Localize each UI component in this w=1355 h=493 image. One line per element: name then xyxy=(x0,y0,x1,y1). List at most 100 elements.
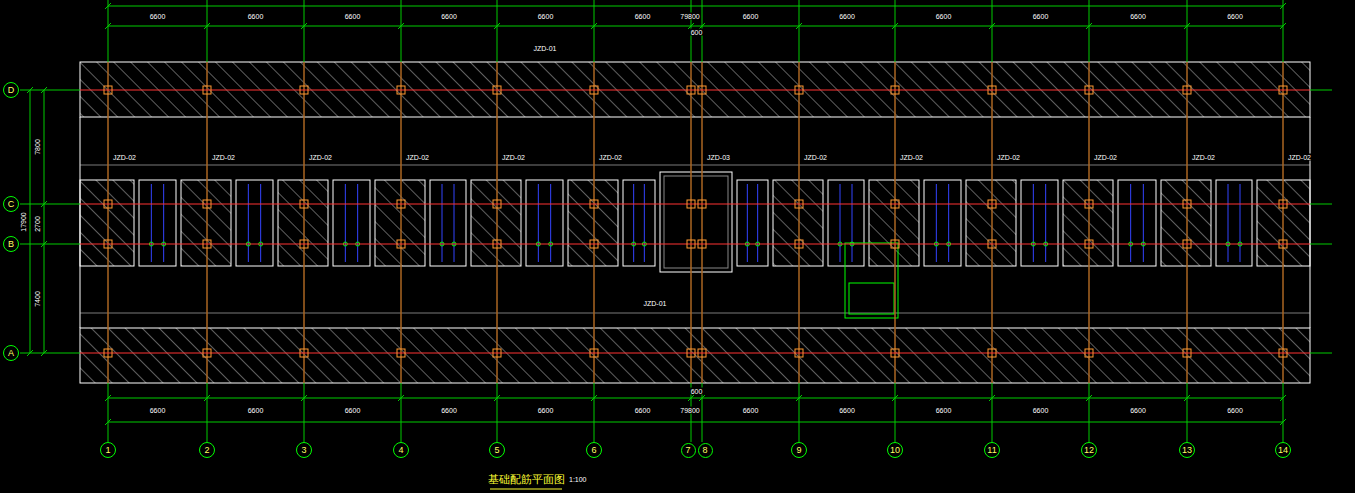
column xyxy=(104,240,112,248)
rebar-line xyxy=(248,184,249,262)
title-underline xyxy=(490,489,562,490)
axis-line xyxy=(992,0,993,442)
dimension-tick xyxy=(1184,395,1190,401)
axis-number: B xyxy=(8,240,14,249)
dimension-text: 1:100 xyxy=(568,476,588,483)
dimension-tick xyxy=(688,395,694,401)
reference-line xyxy=(80,165,1310,166)
dimension-text: 2700 xyxy=(34,215,41,233)
tie-beam xyxy=(139,180,176,266)
column xyxy=(493,349,501,357)
isolated-footing xyxy=(181,180,231,266)
dimension-tick xyxy=(204,23,210,29)
dimension-tick xyxy=(105,23,111,29)
dimension-text: 6600 xyxy=(1129,13,1147,20)
column xyxy=(891,240,899,248)
center-line xyxy=(1089,62,1090,383)
rebar-line xyxy=(1228,184,1229,262)
rebar-line xyxy=(747,184,748,262)
dimension-text: 6600 xyxy=(537,13,555,20)
axis-bubble: 7 xyxy=(681,443,696,458)
dimension-text: JZD-02 xyxy=(405,154,430,161)
axis-line xyxy=(304,0,305,442)
center-line xyxy=(108,62,109,383)
axis-number: C xyxy=(8,200,15,209)
dimension-text: 6600 xyxy=(1226,13,1244,20)
rebar-line xyxy=(1033,184,1034,262)
isolated-footing xyxy=(1063,180,1113,266)
isolated-footing xyxy=(568,180,618,266)
axis-line xyxy=(401,0,402,442)
dimension-tick xyxy=(494,395,500,401)
dimension-tick xyxy=(1086,23,1092,29)
column xyxy=(988,349,996,357)
dimension-text: JZD-02 xyxy=(501,154,526,161)
center-line xyxy=(1187,62,1188,383)
dimension-tick xyxy=(1280,3,1286,9)
axis-line xyxy=(1089,0,1090,442)
dimension-tick xyxy=(796,23,802,29)
strip-footing xyxy=(80,328,1310,383)
isolated-footing xyxy=(1161,180,1211,266)
axis-number: 2 xyxy=(204,446,209,455)
dimension-tick xyxy=(796,395,802,401)
center-line xyxy=(1283,62,1284,383)
rebar-line xyxy=(1143,184,1144,262)
dimension-tick xyxy=(105,419,111,425)
axis-bubble: 12 xyxy=(1081,442,1097,458)
rebar-line xyxy=(1045,184,1046,262)
column xyxy=(493,240,501,248)
tie-beam xyxy=(1118,180,1156,266)
dimension-text: 6600 xyxy=(537,407,555,414)
rebar-line xyxy=(936,184,937,262)
axis-line xyxy=(1310,90,1332,91)
dimension-text: 6600 xyxy=(935,407,953,414)
column xyxy=(795,240,803,248)
dimension-text: JZD-02 xyxy=(899,154,924,161)
axis-line xyxy=(497,0,498,442)
column xyxy=(687,200,695,208)
axis-line xyxy=(1310,244,1332,245)
tie-beam xyxy=(236,180,273,266)
column xyxy=(203,200,211,208)
center-line xyxy=(702,62,703,383)
axis-line xyxy=(1310,353,1332,354)
dimension-text: 6600 xyxy=(838,13,856,20)
column xyxy=(891,200,899,208)
column xyxy=(988,86,996,94)
dimension-tick xyxy=(41,201,47,207)
column xyxy=(1183,349,1191,357)
column xyxy=(300,240,308,248)
column xyxy=(493,200,501,208)
rebar-line xyxy=(633,184,634,262)
dimension-line xyxy=(44,90,45,353)
dimension-tick xyxy=(105,395,111,401)
column xyxy=(203,349,211,357)
axis-bubble: C xyxy=(3,196,19,212)
axis-bubble: 1 xyxy=(100,442,116,458)
column xyxy=(397,86,405,94)
dimension-text: 6600 xyxy=(742,407,760,414)
rebar-line xyxy=(1240,184,1241,262)
column xyxy=(687,349,695,357)
dimension-tick xyxy=(989,23,995,29)
axis-bubble: 9 xyxy=(791,442,807,458)
strip-footing xyxy=(80,62,1310,117)
tie-beam xyxy=(333,180,370,266)
column xyxy=(1279,86,1287,94)
dimension-text: JZD-02 xyxy=(1093,154,1118,161)
isolated-footing xyxy=(80,180,134,266)
drawing-title: 基础配筋平面图 xyxy=(488,474,565,485)
column xyxy=(1279,240,1287,248)
dimension-text: JZD-02 xyxy=(211,154,236,161)
dimension-text: 6600 xyxy=(344,407,362,414)
axis-bubble: 3 xyxy=(296,442,312,458)
column xyxy=(493,86,501,94)
axis-line xyxy=(1283,0,1284,442)
axis-line xyxy=(799,0,800,442)
column xyxy=(1085,86,1093,94)
dimension-tick xyxy=(41,87,47,93)
column xyxy=(104,200,112,208)
dimension-tick xyxy=(892,23,898,29)
